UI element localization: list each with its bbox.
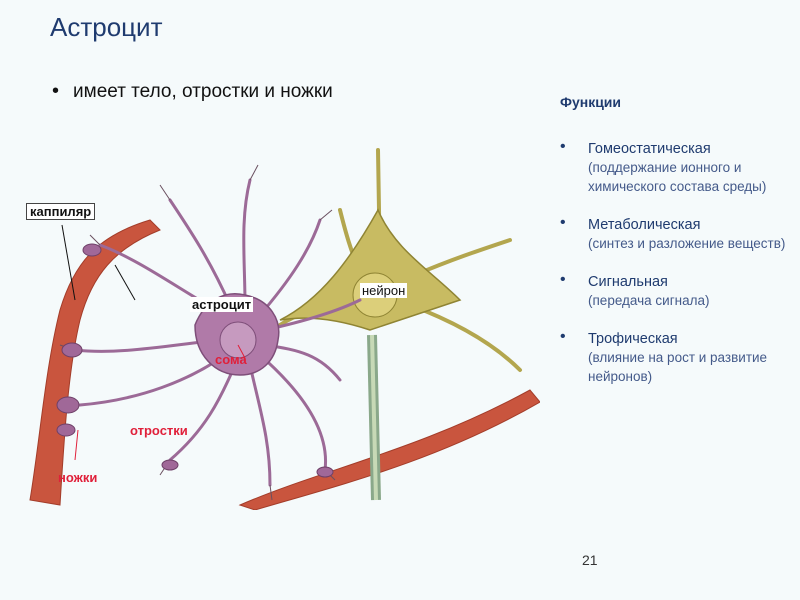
function-description: (поддержание ионного и химического соста… bbox=[588, 160, 767, 194]
end-foot bbox=[161, 459, 179, 471]
astrocyte-label: астроцит bbox=[190, 297, 254, 312]
page-number: 21 bbox=[582, 552, 598, 568]
function-item: • Гомеостатическая (поддержание ионного … bbox=[560, 138, 790, 196]
function-name: Метаболическая bbox=[588, 217, 701, 233]
capillary-lower bbox=[238, 389, 540, 510]
astrocyte-illustration: каппиляр астроцит нейрон сома отростки н… bbox=[20, 140, 540, 510]
functions-list: • Гомеостатическая (поддержание ионного … bbox=[560, 138, 790, 406]
end-foot bbox=[56, 423, 76, 437]
function-description: (передача сигнала) bbox=[588, 293, 710, 308]
end-foot bbox=[82, 243, 102, 257]
bullet-icon: • bbox=[560, 271, 566, 288]
end-foot bbox=[316, 466, 334, 478]
soma-label: сома bbox=[215, 352, 247, 367]
end-foot bbox=[61, 342, 83, 358]
function-description: (влияние на рост и развитие нейронов) bbox=[588, 350, 768, 384]
function-item: • Метаболическая (синтез и разложение ве… bbox=[560, 214, 790, 253]
functions-heading: Функции bbox=[560, 94, 622, 110]
bullet-item: • имеет тело, отростки и ножки bbox=[52, 80, 333, 103]
slide-title: Астроцит bbox=[50, 12, 163, 42]
processes-label: отростки bbox=[130, 423, 188, 438]
capillary-label: каппиляр bbox=[26, 203, 96, 220]
bullet-icon: • bbox=[560, 214, 566, 231]
function-description: (синтез и разложение веществ) bbox=[588, 236, 786, 251]
function-name: Трофическая bbox=[588, 331, 678, 347]
function-item: • Сигнальная (передача сигнала) bbox=[560, 271, 790, 310]
end-foot bbox=[56, 396, 80, 414]
bullet-icon: • bbox=[560, 328, 566, 345]
astrocyte-diagram bbox=[29, 148, 540, 510]
function-item: • Трофическая (влияние на рост и развити… bbox=[560, 328, 790, 386]
feet-label: ножки bbox=[58, 470, 98, 485]
neuron-body bbox=[279, 208, 462, 331]
function-name: Гомеостатическая bbox=[588, 141, 711, 157]
function-name: Сигнальная bbox=[588, 274, 668, 290]
bullet-icon: • bbox=[52, 80, 60, 102]
bullet-icon: • bbox=[560, 138, 566, 155]
astrocyte-soma bbox=[219, 321, 257, 359]
neuron-label: нейрон bbox=[360, 283, 408, 298]
bullet-text: имеет тело, отростки и ножки bbox=[73, 80, 333, 102]
